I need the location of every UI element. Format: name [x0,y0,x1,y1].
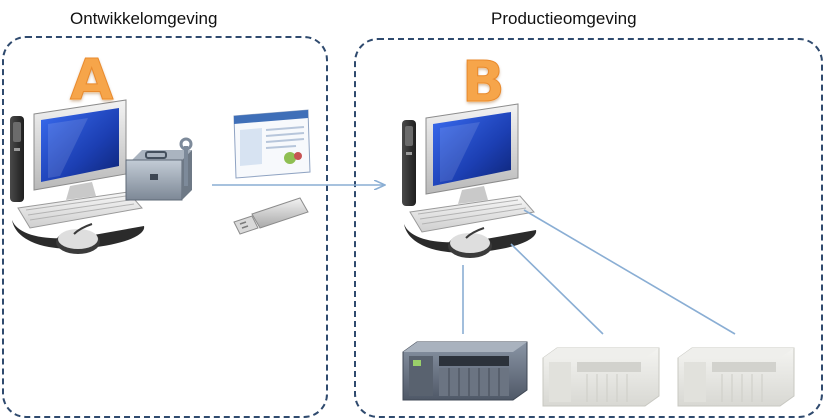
production-environment-title: Productieomgeving [491,9,637,28]
development-environment-box [2,36,328,418]
development-environment-title: Ontwikkelomgeving [70,9,218,28]
production-environment-box [354,38,823,418]
application-window-icon [233,109,311,179]
plc-controller-icon [677,347,795,407]
connector-line-2 [510,243,604,335]
plc-controller-icon [402,341,528,401]
dev-computer-icon [9,99,146,255]
environment-letter-a: A [69,48,114,114]
connector-line-3 [523,209,736,335]
usb-stick-icon [233,197,309,235]
prod-computer-icon [401,103,538,259]
toolbox-icon [125,137,193,201]
environment-letter-b: B [462,50,506,116]
plc-controller-icon [542,347,660,407]
